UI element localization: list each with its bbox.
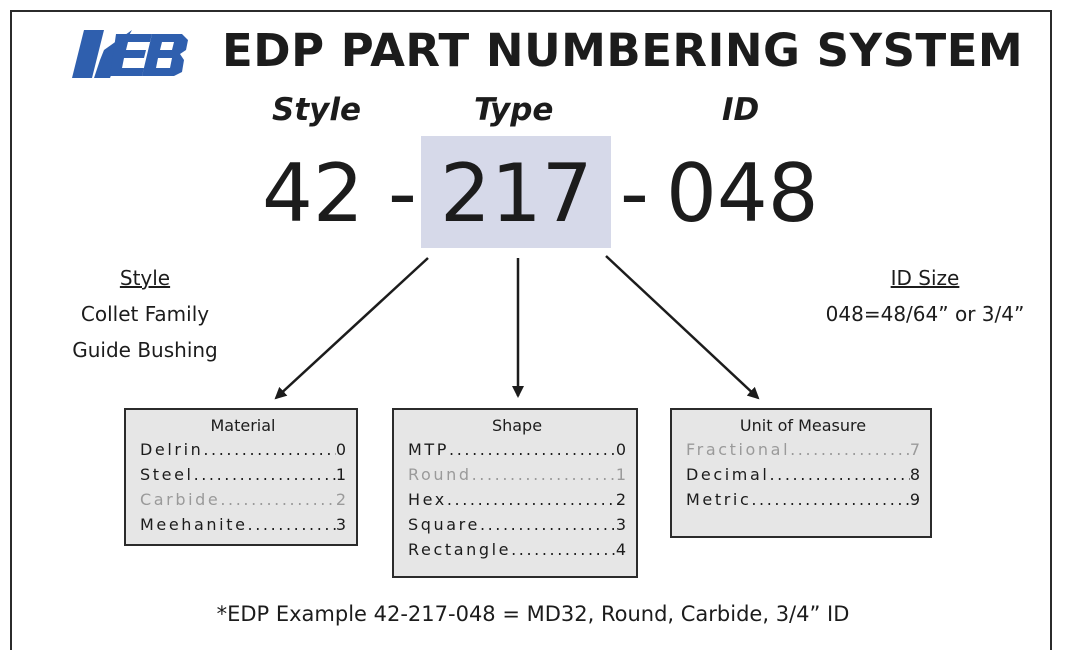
list-item: Delrin0 [140, 437, 346, 462]
style-note: Style Collet Family Guide Bushing [50, 260, 240, 368]
example-footnote: *EDP Example 42-217-048 = MD32, Round, C… [216, 602, 850, 626]
id-size-line: 048=48/64” or 3/4” [825, 302, 1025, 326]
style-header: Style [272, 92, 362, 128]
list-item: Carbide2 [140, 487, 346, 512]
style-note-line: Collet Family [80, 302, 210, 326]
unit-of-measure-box: Unit of Measure Fractional7 Decimal8 Met… [670, 408, 932, 538]
arrow-to-material [274, 257, 429, 400]
shape-box: Shape MTP0 Round1 Hex2 Square3 Rectangle… [392, 408, 638, 578]
id-size-heading: ID Size [890, 266, 960, 290]
diagram-frame [10, 10, 1052, 650]
id-header: ID [722, 92, 760, 128]
list-item: Rectangle4 [408, 537, 626, 562]
type-number: 217 [440, 147, 593, 240]
keb-logo [72, 30, 188, 78]
material-title: Material [210, 416, 276, 435]
list-item: Metric9 [686, 487, 920, 512]
list-item: MTP0 [408, 437, 626, 462]
type-highlight [421, 136, 611, 248]
type-header: Type [474, 92, 554, 128]
unit-title: Unit of Measure [739, 416, 867, 435]
id-size-note: ID Size 048=48/64” or 3/4” [790, 260, 1060, 332]
style-number: 42 [262, 147, 364, 240]
style-note-line: Guide Bushing [72, 338, 218, 362]
dash-separator: - [388, 147, 417, 240]
list-item: Meehanite3 [140, 512, 346, 537]
arrow-to-unit [605, 255, 760, 400]
list-item: Steel1 [140, 462, 346, 487]
style-note-heading: Style [119, 266, 171, 290]
shape-title: Shape [491, 416, 543, 435]
material-box: Material Delrin0 Steel1 Carbide2 Meehani… [124, 408, 358, 546]
page-title: EDP PART NUMBERING SYSTEM [222, 24, 1024, 77]
list-item: Fractional7 [686, 437, 920, 462]
id-number: 048 [666, 147, 819, 240]
list-item: Round1 [408, 462, 626, 487]
list-item: Hex2 [408, 487, 626, 512]
list-item: Square3 [408, 512, 626, 537]
dash-separator: - [620, 147, 649, 240]
list-item: Decimal8 [686, 462, 920, 487]
